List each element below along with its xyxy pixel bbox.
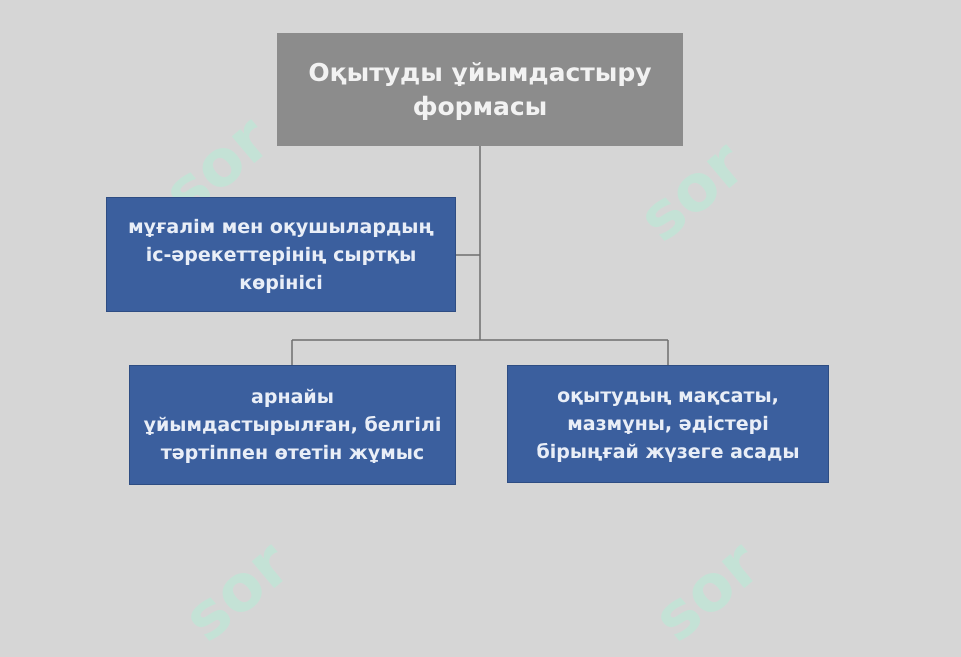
side-node-label: мұғалім мен оқушылардың іс-әрекеттерінің… (128, 215, 434, 294)
child-node-left-label: арнайы ұйымдастырылған, белгілі тәртіппе… (143, 386, 442, 464)
child-node-left: арнайы ұйымдастырылған, белгілі тәртіппе… (129, 365, 456, 485)
child-node-right-label: оқытудың мақсаты, мазмұны, әдістері біры… (536, 385, 800, 463)
watermark: sor (640, 526, 775, 657)
root-node: Оқытуды ұйымдастыру формасы (277, 33, 683, 146)
side-node: мұғалім мен оқушылардың іс-әрекеттерінің… (106, 197, 456, 312)
root-node-label: Оқытуды ұйымдастыру формасы (308, 57, 652, 121)
watermark: sor (170, 526, 305, 657)
connector-lines (291, 146, 669, 365)
child-node-right: оқытудың мақсаты, мазмұны, әдістері біры… (507, 365, 829, 483)
